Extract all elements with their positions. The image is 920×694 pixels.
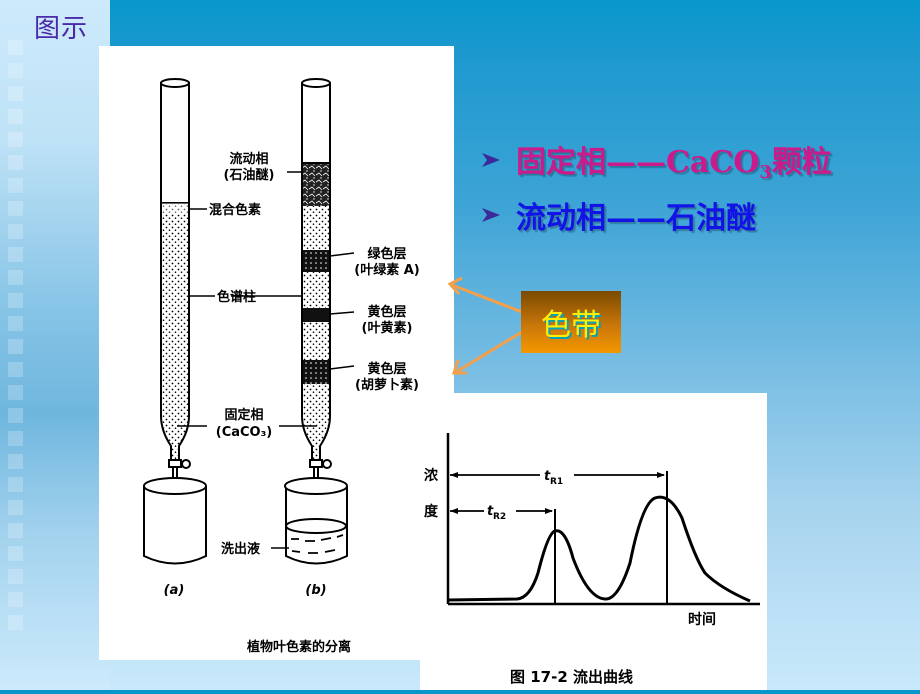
label-yellow-layer-2-sub: (胡萝卜素): [355, 377, 419, 393]
ylabel-char-1: 浓: [424, 467, 439, 484]
bullet-subscript: 3: [759, 162, 772, 183]
label-green-layer-sub: (叶绿素 A): [354, 262, 419, 278]
tr1-label: t: [544, 469, 551, 484]
label-mixed-pigments: 混合色素: [209, 202, 261, 218]
xlabel: 时间: [688, 611, 716, 628]
decorative-squares: [8, 40, 24, 638]
label-yellow-layer-2: 黄色层: [367, 361, 406, 377]
elution-curve-figure: t R1 t R2 浓 度 时间 图 17-2 流出曲线: [420, 393, 767, 690]
column-a: [143, 78, 215, 565]
band-callout-label: 色带: [541, 308, 601, 343]
figure-caption-columns: 植物叶色素的分离: [246, 639, 351, 655]
bullet-text: 固定相——CaCO: [516, 145, 760, 180]
tr1-subscript: R1: [550, 477, 563, 487]
label-green-layer: 绿色层: [367, 246, 406, 262]
tr2-subscript: R2: [493, 512, 506, 522]
column-separation-figure: 流动相 (石油醚) 混合色素 色谱柱 绿色层 (叶绿素 A) 黄色层 (叶黄素)…: [99, 46, 454, 660]
label-stationary-phase: 固定相: [224, 407, 263, 423]
bullet-text: 流动相——石油醚: [516, 201, 756, 236]
bullet-suffix: 颗粒: [771, 145, 832, 180]
label-b: (b): [305, 583, 326, 598]
label-yellow-layer-1: 黄色层: [367, 304, 406, 320]
bullet-arrow-icon: [482, 153, 500, 167]
figure-caption-curve: 图 17-2 流出曲线: [510, 668, 633, 686]
tr2-label: t: [487, 504, 494, 519]
label-mobile-phase: 流动相: [229, 151, 268, 167]
column-b: [231, 78, 355, 565]
ylabel-char-2: 度: [424, 503, 439, 520]
page-title: 图示: [34, 14, 89, 44]
label-column: 色谱柱: [217, 289, 256, 305]
label-mobile-phase-sub: (石油醚): [224, 167, 275, 183]
bullet-arrow-icon: [482, 208, 500, 222]
bullet-mobile-phase: 流动相——石油醚: [480, 195, 832, 236]
elution-chart: [446, 433, 760, 606]
band-callout: 色带: [521, 291, 621, 353]
label-stationary-phase-sub: (CaCO₃): [216, 425, 272, 440]
bullet-stationary-phase: 固定相——CaCO3颗粒: [480, 140, 832, 183]
label-eluate: 洗出液: [221, 541, 260, 557]
left-decorative-band: [0, 0, 110, 690]
label-a: (a): [164, 583, 185, 598]
callout-arrows: [447, 276, 523, 375]
bullet-list: 固定相——CaCO3颗粒 流动相——石油醚: [480, 140, 832, 250]
label-yellow-layer-1-sub: (叶黄素): [362, 320, 413, 336]
